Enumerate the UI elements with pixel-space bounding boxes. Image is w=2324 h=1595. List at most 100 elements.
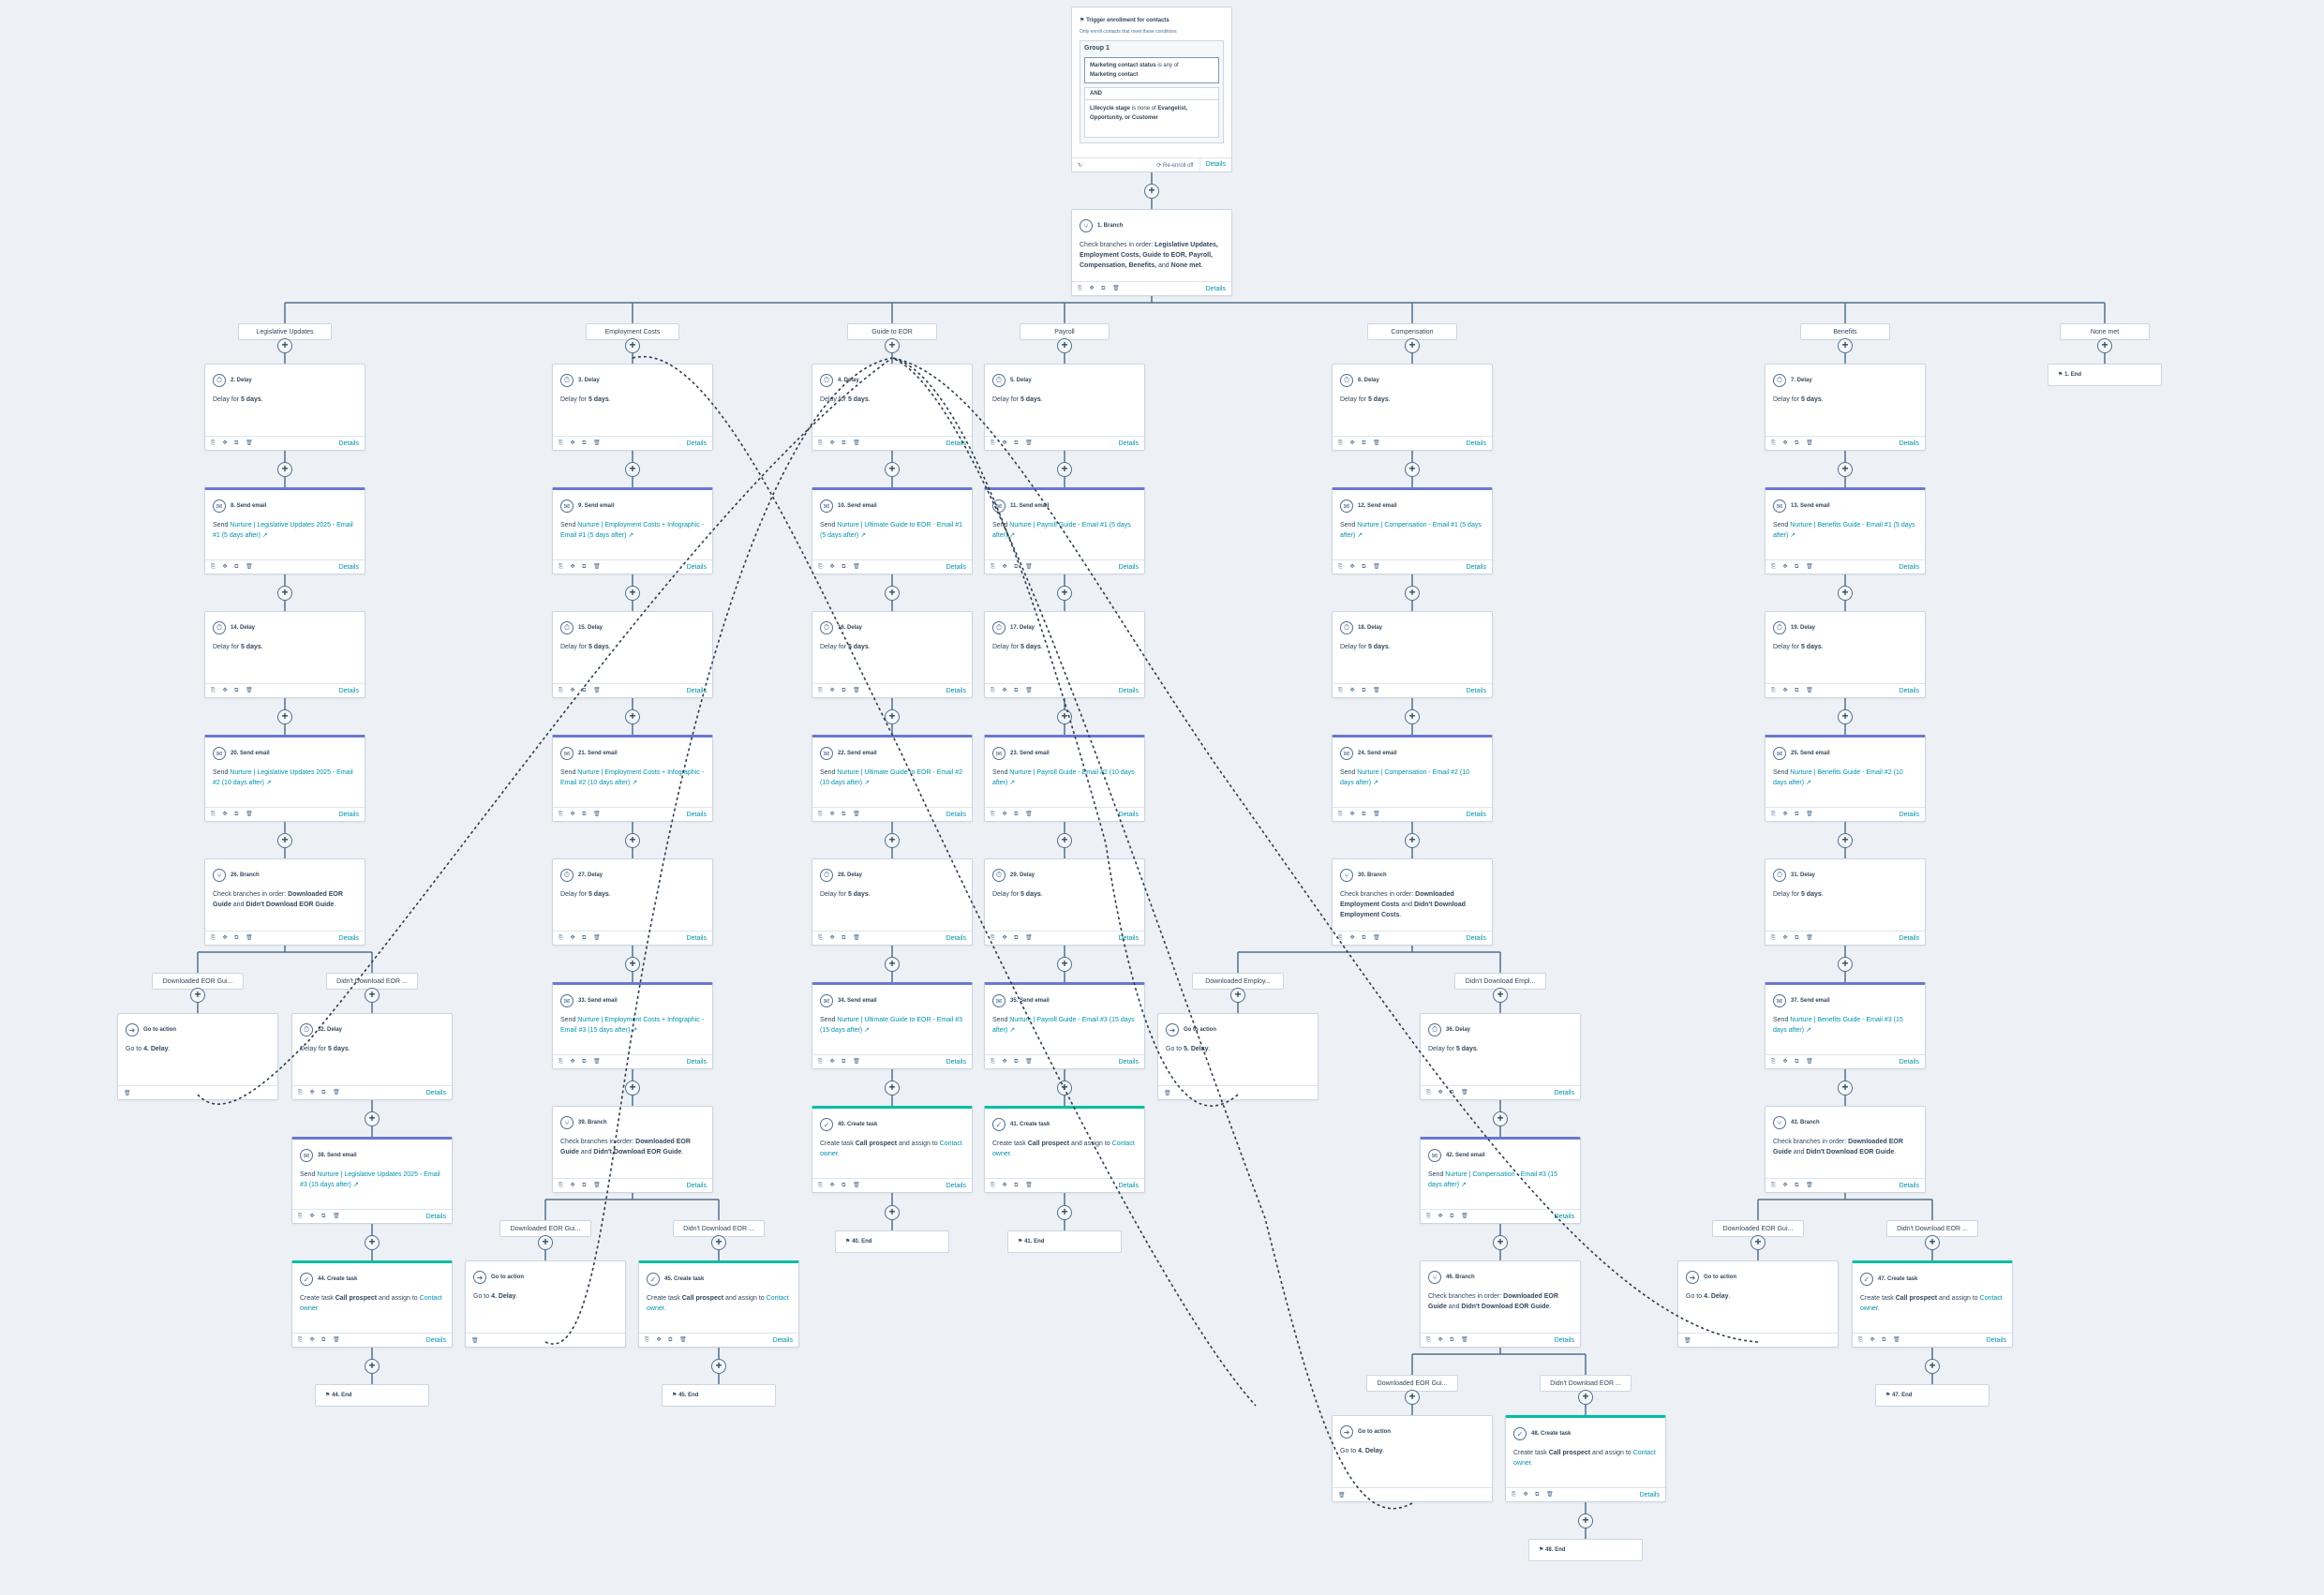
add-action-button[interactable]: + bbox=[625, 957, 640, 972]
card-tools[interactable]: ⎘ ✥ ⧉ 🗑 bbox=[559, 812, 603, 817]
add-action-button[interactable]: + bbox=[1057, 833, 1072, 848]
card-tools[interactable]: ⎘ ✥ ⧉ 🗑 bbox=[1338, 564, 1383, 570]
add-action-button[interactable]: + bbox=[1405, 586, 1420, 601]
details-link[interactable]: Details bbox=[686, 1182, 707, 1189]
details-link[interactable]: Details bbox=[338, 811, 359, 818]
details-link[interactable]: Details bbox=[1118, 1058, 1139, 1066]
email-link[interactable]: Nurture | Legislative Updates 2025 - Ema… bbox=[213, 522, 353, 539]
details-link[interactable]: Details bbox=[338, 563, 359, 571]
end-card[interactable]: ⚑ 44. End bbox=[315, 1384, 429, 1407]
add-action-button[interactable]: + bbox=[1057, 586, 1072, 601]
external-link-icon[interactable]: ↗ bbox=[1357, 532, 1363, 539]
email-link[interactable]: Contact owner. bbox=[1860, 1295, 2003, 1312]
add-action-button[interactable]: + bbox=[1578, 1390, 1593, 1405]
add-action-button[interactable]: + bbox=[1838, 833, 1853, 848]
card-tools[interactable]: ⎘ ✥ ⧉ 🗑 bbox=[1771, 1183, 1816, 1188]
card-tools[interactable]: ⎘ ✥ ⧉ 🗑 bbox=[991, 688, 1035, 693]
card-tools[interactable]: ⎘ ✥ ⧉ 🗑 bbox=[818, 1183, 863, 1188]
details-link[interactable]: Details bbox=[946, 563, 966, 571]
details-link[interactable]: Details bbox=[1899, 563, 1919, 571]
details-link[interactable]: Details bbox=[1639, 1491, 1660, 1498]
details-link[interactable]: Details bbox=[946, 1058, 966, 1066]
details-link[interactable]: Details bbox=[425, 1336, 446, 1344]
add-action-button[interactable]: + bbox=[277, 833, 292, 848]
add-action-button[interactable]: + bbox=[885, 709, 900, 724]
external-link-icon[interactable]: ↗ bbox=[1461, 1182, 1467, 1188]
end-card[interactable]: ⚑ 45. End bbox=[662, 1384, 776, 1407]
add-action-button[interactable]: + bbox=[190, 988, 205, 1003]
card-tools[interactable]: ⎘ ✥ ⧉ 🗑 bbox=[818, 812, 863, 817]
card-tools[interactable]: ⎘ ✥ ⧉ 🗑 bbox=[1426, 1090, 1471, 1096]
email-link[interactable]: Nurture | Ultimate Guide to EOR - Email … bbox=[820, 769, 962, 786]
card-tools[interactable]: ⎘ ✥ ⧉ 🗑 bbox=[1426, 1214, 1471, 1219]
add-action-button[interactable]: + bbox=[1838, 1081, 1853, 1096]
email-link[interactable]: Nurture | Benefits Guide - Email #2 (10 … bbox=[1773, 769, 1903, 786]
card-tools[interactable]: ⎘ ✥ ⧉ 🗑 bbox=[1078, 286, 1123, 291]
condition-2[interactable]: Lifecycle stage is none of Evangelist, O… bbox=[1085, 100, 1218, 127]
details-link[interactable]: Details bbox=[338, 687, 359, 694]
card-tools[interactable]: ⎘ ✥ ⧉ 🗑 bbox=[211, 935, 256, 941]
add-action-button[interactable]: + bbox=[1230, 988, 1245, 1003]
add-action-button[interactable]: + bbox=[1057, 1081, 1072, 1096]
details-link[interactable]: Details bbox=[1899, 1182, 1919, 1189]
add-action-button[interactable]: + bbox=[625, 833, 640, 848]
card-tools[interactable]: ⎘ ✥ ⧉ 🗑 bbox=[818, 564, 863, 570]
external-link-icon[interactable]: ↗ bbox=[864, 1027, 870, 1034]
card-tools[interactable]: ⎘ ✥ ⧉ 🗑 bbox=[1858, 1337, 1903, 1343]
add-action-button[interactable]: + bbox=[1493, 988, 1508, 1003]
add-action-button[interactable]: + bbox=[625, 709, 640, 724]
add-action-button[interactable]: + bbox=[885, 1081, 900, 1096]
details-link[interactable]: Details bbox=[1466, 687, 1486, 694]
email-link[interactable]: Contact owner. bbox=[1513, 1450, 1656, 1467]
card-tools[interactable]: ⎘ ✥ ⧉ 🗑 bbox=[1338, 935, 1383, 941]
add-action-button[interactable]: + bbox=[365, 988, 380, 1003]
external-link-icon[interactable]: ↗ bbox=[864, 780, 870, 786]
details-link[interactable]: Details bbox=[946, 934, 966, 942]
card-tools[interactable]: ⎘ ✥ ⧉ 🗑 bbox=[298, 1214, 343, 1219]
details-link[interactable]: Details bbox=[1466, 934, 1486, 942]
card-tools[interactable]: ⎘ ✥ ⧉ 🗑 bbox=[1426, 1337, 1471, 1343]
external-link-icon[interactable]: ↗ bbox=[265, 780, 272, 786]
card-tools[interactable]: ⎘ ✥ ⧉ 🗑 bbox=[559, 1183, 603, 1188]
email-link[interactable]: Nurture | Compensation - Email #3 (15 da… bbox=[1428, 1171, 1558, 1188]
add-action-button[interactable]: + bbox=[885, 586, 900, 601]
card-tools[interactable]: ⎘ ✥ ⧉ 🗑 bbox=[1338, 688, 1383, 693]
email-link[interactable]: Nurture | Compensation - Email #2 (10 da… bbox=[1340, 769, 1470, 786]
card-tools[interactable]: ⎘ ✥ ⧉ 🗑 bbox=[645, 1337, 690, 1343]
add-action-button[interactable]: + bbox=[1057, 957, 1072, 972]
add-action-button[interactable]: + bbox=[365, 1235, 380, 1250]
card-tools[interactable]: ⎘ ✥ ⧉ 🗑 bbox=[818, 688, 863, 693]
end-card[interactable]: ⚑ 41. End bbox=[1007, 1230, 1122, 1253]
trash-icon[interactable]: 🗑 bbox=[1164, 1090, 1174, 1096]
card-tools[interactable]: ⎘ ✥ ⧉ 🗑 bbox=[211, 688, 256, 693]
details-link[interactable]: Details bbox=[1899, 440, 1919, 447]
add-action-button[interactable]: + bbox=[885, 833, 900, 848]
card-tools[interactable]: ⎘ ✥ ⧉ 🗑 bbox=[991, 440, 1035, 446]
details-link[interactable]: Details bbox=[1554, 1336, 1574, 1344]
email-link[interactable]: Nurture | Ultimate Guide to EOR - Email … bbox=[820, 522, 962, 539]
add-action-button[interactable]: + bbox=[1405, 1390, 1420, 1405]
